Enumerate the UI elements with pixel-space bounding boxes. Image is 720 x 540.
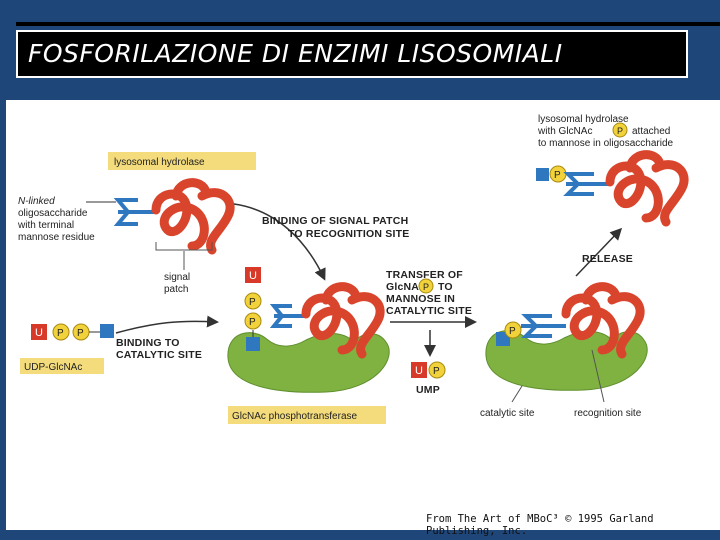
diagram-panel: lysosomal hydrolase N-linked oligosaccha… — [6, 100, 720, 530]
attached-label-2b: attached — [632, 126, 670, 137]
hydrolase-protein-icon — [561, 282, 645, 359]
uridine-icon — [245, 267, 261, 283]
hydrolase-protein-icon — [151, 178, 235, 255]
title-top-rule — [16, 22, 720, 26]
oligosaccharide-icon — [113, 198, 156, 226]
phosphorylation-diagram: lysosomal hydrolase N-linked oligosaccha… — [17, 114, 689, 424]
n-linked-label-1: N-linked — [18, 196, 55, 207]
phosphate-letter: P — [249, 317, 256, 328]
n-linked-label-2: oligosaccharide — [18, 208, 88, 219]
glcnac-icon — [496, 332, 510, 346]
udp-glcnac-box — [20, 358, 104, 374]
uridine-icon — [31, 324, 47, 340]
transferase-label: GlcNAc phosphotransferase — [232, 411, 358, 422]
transfer-label-2a: GlcNAc — [386, 281, 425, 293]
oligosaccharide-icon — [563, 172, 610, 196]
phosphate-letter: P — [57, 328, 64, 339]
recognition-site-label: recognition site — [574, 408, 642, 419]
phosphate-icon — [428, 361, 446, 379]
signal-label-2: patch — [164, 284, 188, 295]
release-label: RELEASE — [582, 253, 633, 265]
oligosaccharide-icon — [521, 314, 566, 338]
ump-label: UMP — [416, 384, 440, 396]
uridine-letter: U — [35, 327, 43, 339]
uridine-letter: U — [249, 270, 257, 282]
glcnac-icon — [246, 337, 260, 351]
udp-glcnac-label: UDP-GlcNAc — [24, 362, 82, 373]
transfer-label-2b: TO — [438, 281, 453, 293]
credit-line: From The Art of MBoC³ © 1995 Garland Pub… — [426, 513, 654, 537]
transfer-label-3: MANNOSE IN — [386, 293, 455, 305]
binding-signal-label-2: TO RECOGNITION SITE — [288, 228, 409, 240]
signal-label-1: signal — [164, 272, 190, 283]
phosphate-icon — [612, 122, 628, 138]
lysosomal-hydrolase-label: lysosomal hydrolase — [114, 157, 205, 168]
hydrolase-protein-icon — [605, 150, 689, 227]
glcnac-icon — [536, 168, 549, 181]
catalytic-site-label: catalytic site — [480, 408, 535, 419]
lysosomal-hydrolase-box — [108, 152, 256, 170]
attached-label-1: lysosomal hydrolase — [538, 114, 629, 125]
binding-signal-label-1: BINDING OF SIGNAL PATCH — [262, 215, 408, 227]
attached-label-2a: with GlcNAc — [537, 126, 592, 137]
phosphate-icon — [52, 323, 70, 341]
page-title: FOSFORILAZIONE DI ENZIMI LISOSOMIALI — [16, 30, 688, 78]
transfer-label-1: TRANSFER OF — [386, 269, 463, 281]
attached-label-3: to mannose in oligosaccharide — [538, 138, 674, 149]
phosphate-letter: P — [77, 328, 84, 339]
phosphate-icon — [504, 321, 522, 339]
phosphate-letter: P — [617, 126, 623, 136]
binding-catalytic-label-2: CATALYTIC SITE — [116, 349, 202, 361]
phosphate-letter: P — [509, 326, 516, 337]
uridine-icon — [411, 362, 427, 378]
transfer-label-4: CATALYTIC SITE — [386, 305, 472, 317]
binding-catalytic-label-1: BINDING TO — [116, 337, 180, 349]
n-linked-label-4: mannose residue — [18, 232, 95, 243]
n-linked-label-3: with terminal — [17, 220, 74, 231]
hydrolase-protein-icon — [301, 282, 385, 359]
phosphate-letter: P — [249, 297, 256, 308]
phosphate-letter: P — [423, 282, 429, 292]
phosphate-icon — [244, 292, 262, 310]
phosphate-letter: P — [554, 170, 561, 181]
phosphate-icon — [418, 278, 434, 294]
glcnac-icon — [100, 324, 114, 338]
transferase-box — [228, 406, 386, 424]
phosphate-icon — [244, 312, 262, 330]
phosphate-letter: P — [433, 366, 440, 377]
oligosaccharide-icon — [269, 304, 306, 328]
uridine-letter: U — [415, 365, 423, 377]
